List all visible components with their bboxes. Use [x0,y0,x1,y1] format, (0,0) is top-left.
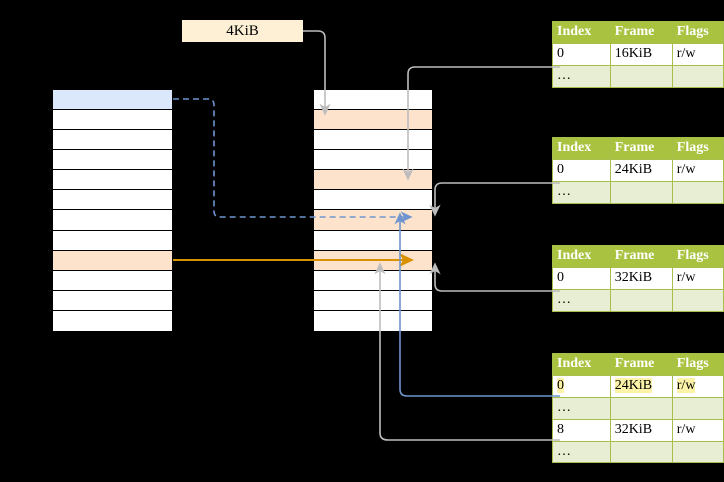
cell-frame [609,440,673,464]
column-header-flags: Flags [671,21,724,44]
cell-index: 0 [552,158,611,182]
virtual-page-row-0 [53,90,172,111]
physical-frame-row-9 [314,270,432,291]
virtual-page-row-1 [53,110,172,131]
connector-l2-frame [429,262,560,292]
cell-index: 0 [552,266,611,290]
virtual-address-space-column [52,89,173,331]
cell-frame: 32KiB [609,266,673,290]
size-label-4kib: 4KiB [182,20,303,42]
cell-flags: r/w [671,266,724,290]
virtual-page-row-6 [53,210,172,231]
cell-index: … [552,180,611,204]
cell-flags: r/w [671,42,724,66]
virtual-page-row-7 [53,230,172,251]
physical-frame-row-3 [314,150,432,171]
physical-frame-row-7 [314,230,432,251]
column-header-frame: Frame [609,245,673,268]
table-row[interactable]: … [552,396,724,420]
connector-l3-frame [429,182,560,217]
virtual-page-row-2 [53,130,172,151]
cell-frame: 16KiB [609,42,673,66]
virtual-page-row-4 [53,170,172,191]
column-header-flags: Flags [671,137,724,160]
virtual-page-row-8 [53,250,172,271]
physical-frame-row-8 [314,250,432,271]
cell-index: … [552,396,611,420]
cell-index: 0 [552,374,611,398]
column-header-frame: Frame [609,21,673,44]
virtual-page-row-10 [53,290,172,311]
cell-flags [671,288,724,312]
column-header-index: Index [552,353,611,376]
table-row[interactable]: … [552,180,724,204]
cell-frame: 32KiB [609,418,673,442]
column-header-frame: Frame [609,353,673,376]
cell-flags [671,396,724,420]
table-row[interactable]: … [552,64,724,88]
physical-frame-row-2 [314,130,432,151]
column-header-frame: Frame [609,137,673,160]
cell-index: … [552,288,611,312]
virtual-page-row-11 [53,310,172,331]
cell-flags [671,180,724,204]
cell-flags: r/w [671,374,724,398]
cell-index: … [552,64,611,88]
column-header-flags: Flags [671,245,724,268]
virtual-page-row-3 [53,150,172,171]
table-row[interactable]: … [552,440,724,464]
cell-index: 0 [552,42,611,66]
physical-frame-row-0 [314,90,432,111]
physical-memory-column [313,89,433,331]
cell-frame [609,288,673,312]
cell-frame: 24KiB [609,374,673,398]
physical-frame-row-11 [314,310,432,331]
column-header-flags: Flags [671,353,724,376]
column-header-index: Index [552,245,611,268]
cell-flags: r/w [671,418,724,442]
cell-flags [671,64,724,88]
cell-frame [609,180,673,204]
cell-frame [609,64,673,88]
cell-frame: 24KiB [609,158,673,182]
physical-frame-row-6 [314,210,432,231]
column-header-index: Index [552,137,611,160]
cell-index: 8 [552,418,611,442]
cell-flags [671,440,724,464]
virtual-page-row-5 [53,190,172,211]
cell-flags: r/w [671,158,724,182]
cell-frame [609,396,673,420]
column-header-index: Index [552,21,611,44]
virtual-page-row-9 [53,270,172,291]
physical-frame-row-4 [314,170,432,191]
physical-frame-row-5 [314,190,432,211]
table-row[interactable]: … [552,288,724,312]
cell-index: … [552,440,611,464]
physical-frame-row-1 [314,110,432,131]
physical-frame-row-10 [314,290,432,311]
